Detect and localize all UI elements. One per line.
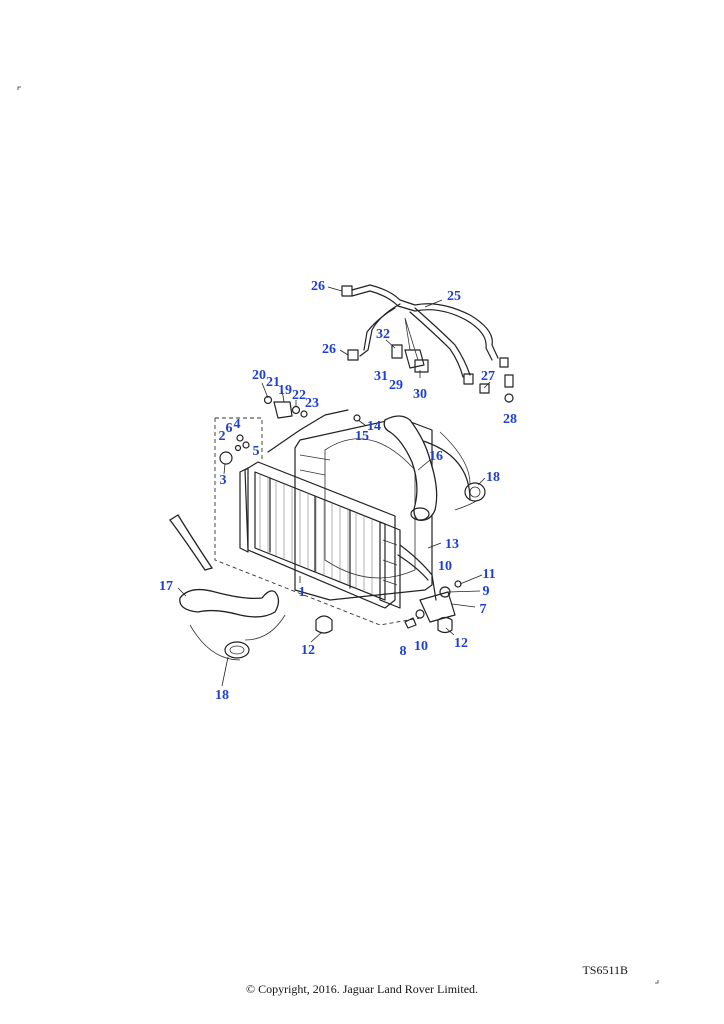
corner-mark-bottom-right	[655, 980, 659, 984]
callout-17: 17	[159, 579, 173, 594]
callout-23: 23	[305, 396, 319, 411]
bleed-pipe	[169, 514, 214, 571]
callout-9: 9	[483, 584, 490, 599]
assembly-outline	[214, 417, 421, 626]
callout-14: 14	[367, 419, 381, 434]
callout-11: 11	[482, 567, 495, 582]
fan-cowl	[294, 417, 471, 601]
overflow-pipe	[397, 544, 437, 601]
bottom-hose	[179, 588, 280, 618]
callout-12: 12	[454, 636, 468, 651]
callout-15: 15	[355, 429, 369, 444]
callout-18: 18	[215, 688, 229, 703]
callout-25: 25	[447, 289, 461, 304]
callout-12: 12	[301, 643, 315, 658]
breather-pipe	[267, 409, 349, 453]
callout-4: 4	[234, 417, 241, 432]
callout-1: 1	[299, 585, 306, 600]
sensor-bracket	[263, 395, 308, 419]
mounting-bracket	[315, 580, 462, 634]
top-hose	[383, 415, 438, 521]
callout-19: 19	[278, 383, 292, 398]
top-hose-outlet	[410, 507, 430, 521]
callout-3: 3	[220, 473, 227, 488]
figure-reference-code: TS6511B	[582, 963, 628, 977]
callout-31: 31	[374, 369, 388, 384]
callout-32: 32	[376, 327, 390, 342]
callout-27: 27	[481, 369, 495, 384]
callout-26: 26	[311, 279, 325, 294]
callout-8: 8	[400, 644, 407, 659]
leader-lines	[177, 286, 491, 687]
callout-7: 7	[480, 602, 487, 617]
hose-clamp-lower	[189, 614, 286, 661]
pipe-bracket	[391, 317, 429, 373]
copyright-notice: © Copyright, 2016. Jaguar Land Rover Lim…	[245, 982, 479, 996]
callout-6: 6	[226, 421, 233, 436]
filler-cap-group	[219, 434, 250, 465]
callout-13: 13	[445, 537, 459, 552]
bolt-14	[353, 414, 361, 422]
callout-26: 26	[322, 342, 336, 357]
callout-21: 21	[266, 375, 280, 390]
callout-20: 20	[252, 368, 266, 383]
callout-10: 10	[438, 559, 452, 574]
callout-10: 10	[414, 639, 428, 654]
hose-clamp-upper	[439, 431, 486, 511]
callout-29: 29	[389, 378, 403, 393]
callout-22: 22	[292, 388, 306, 403]
corner-mark-top-left	[17, 86, 21, 90]
callout-5: 5	[253, 444, 260, 459]
callout-16: 16	[429, 449, 443, 464]
pipe-assembly	[351, 284, 499, 378]
radiator	[239, 461, 401, 609]
callout-30: 30	[413, 387, 427, 402]
callout-18: 18	[486, 470, 500, 485]
callout-28: 28	[503, 412, 517, 427]
callout-2: 2	[219, 429, 226, 444]
